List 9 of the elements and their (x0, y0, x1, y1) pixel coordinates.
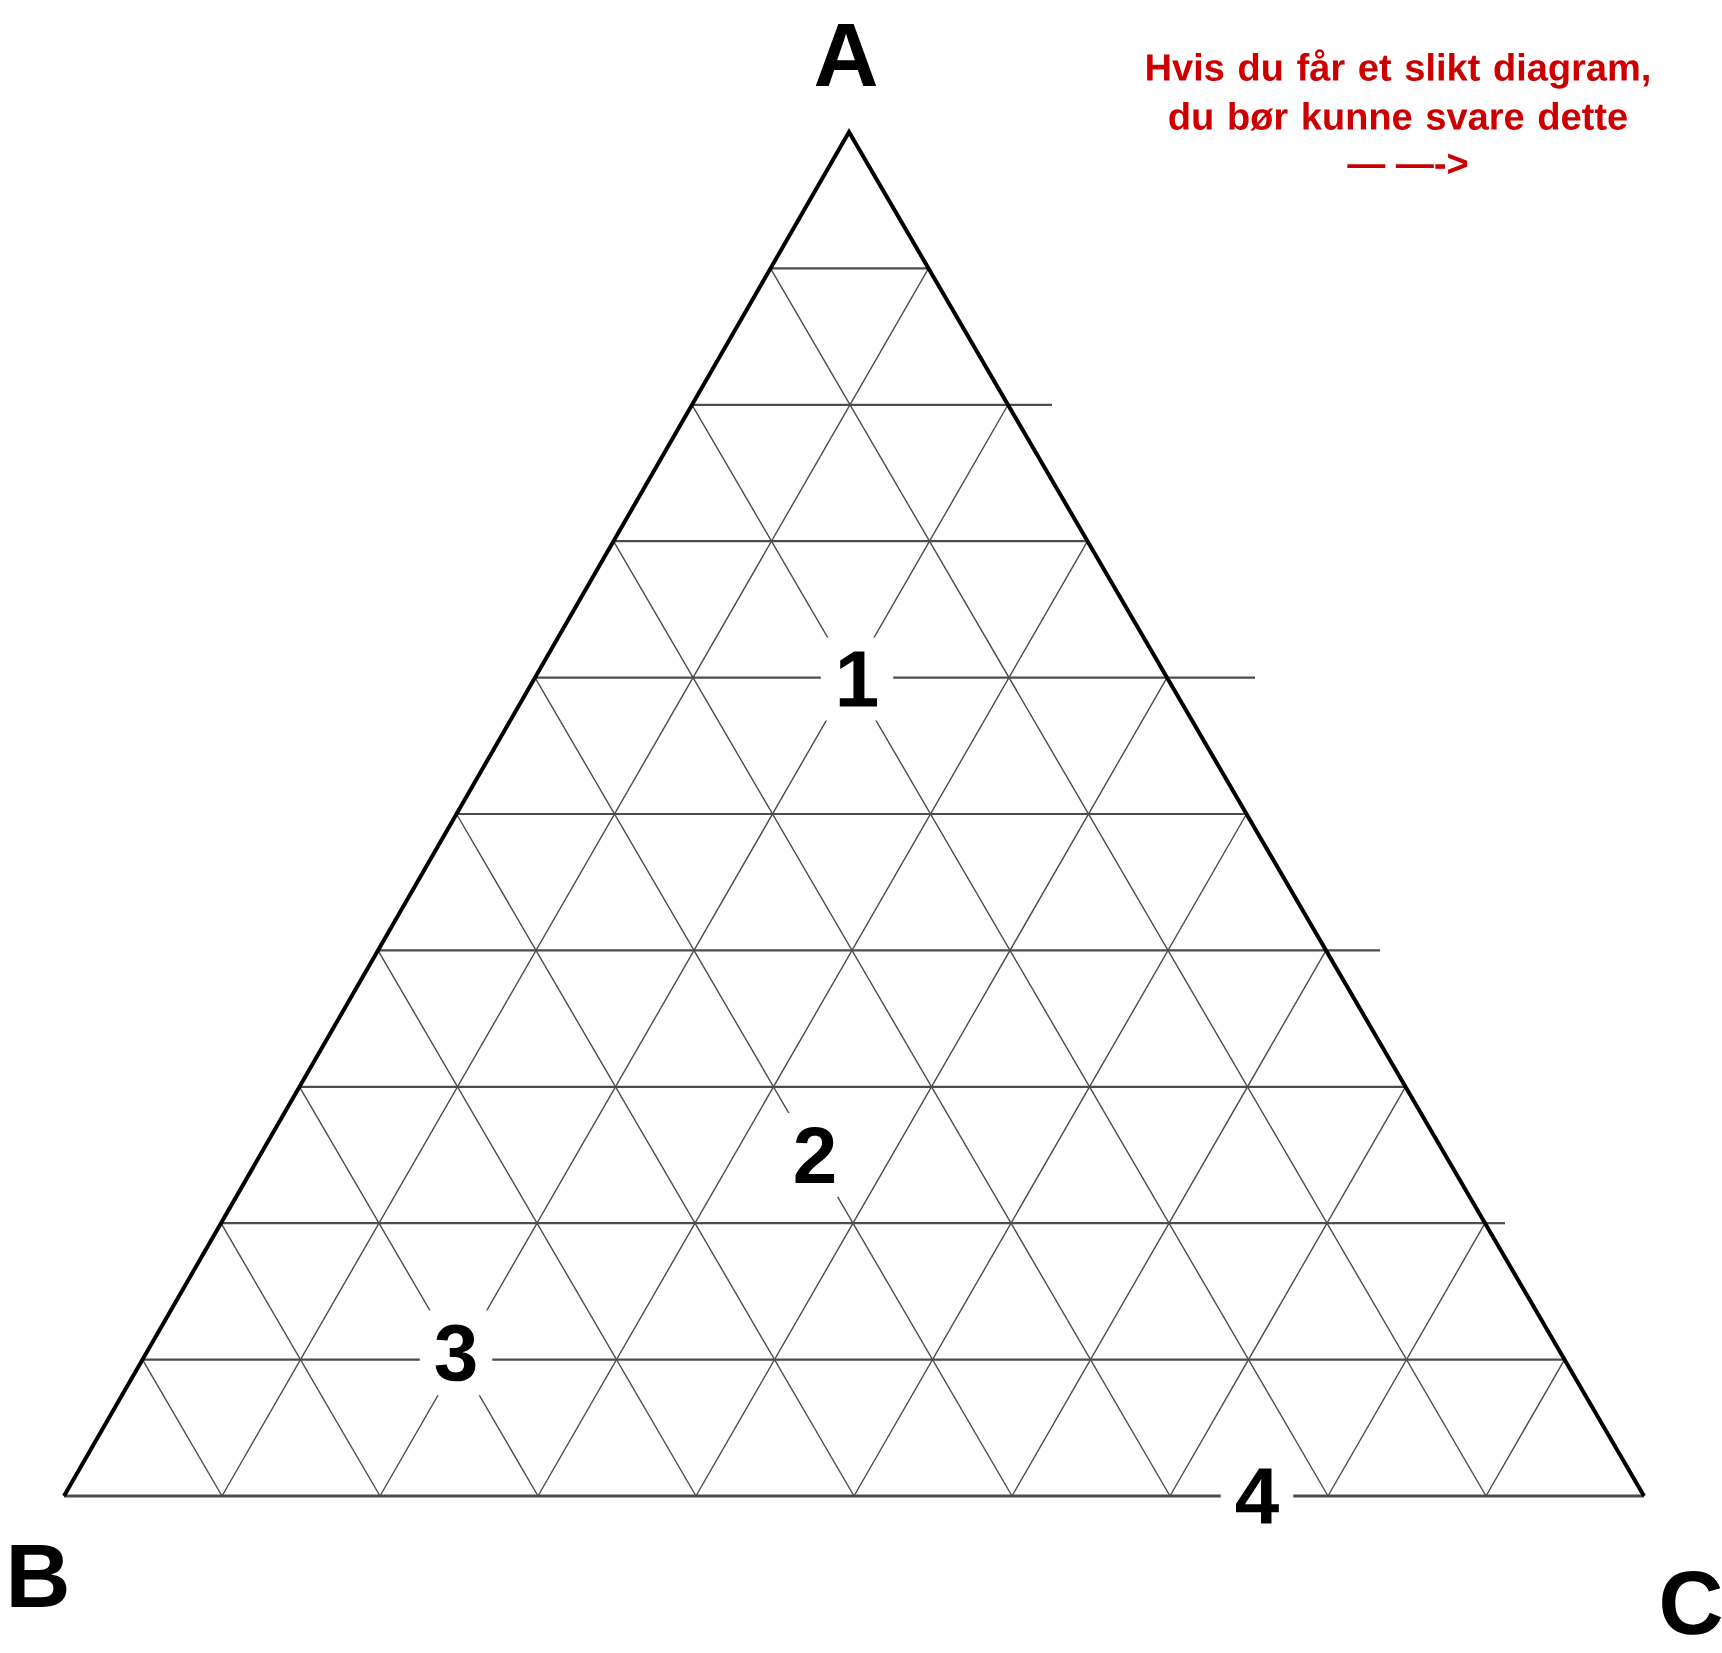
vertex-label: C (1662, 1571, 1722, 1635)
vertex-label: B (11, 1545, 67, 1607)
region-number: 3 (419, 1310, 493, 1396)
region-number: 2 (778, 1113, 852, 1197)
vertex-label: A (815, 24, 877, 86)
region-number: 4 (1220, 1454, 1294, 1538)
note-text: Hvis du får et slikt diagram, du bør kunne svare dette (1147, 49, 1649, 131)
region-number: 1 (820, 637, 894, 721)
direction-arrow: — —-> (1347, 153, 1468, 175)
